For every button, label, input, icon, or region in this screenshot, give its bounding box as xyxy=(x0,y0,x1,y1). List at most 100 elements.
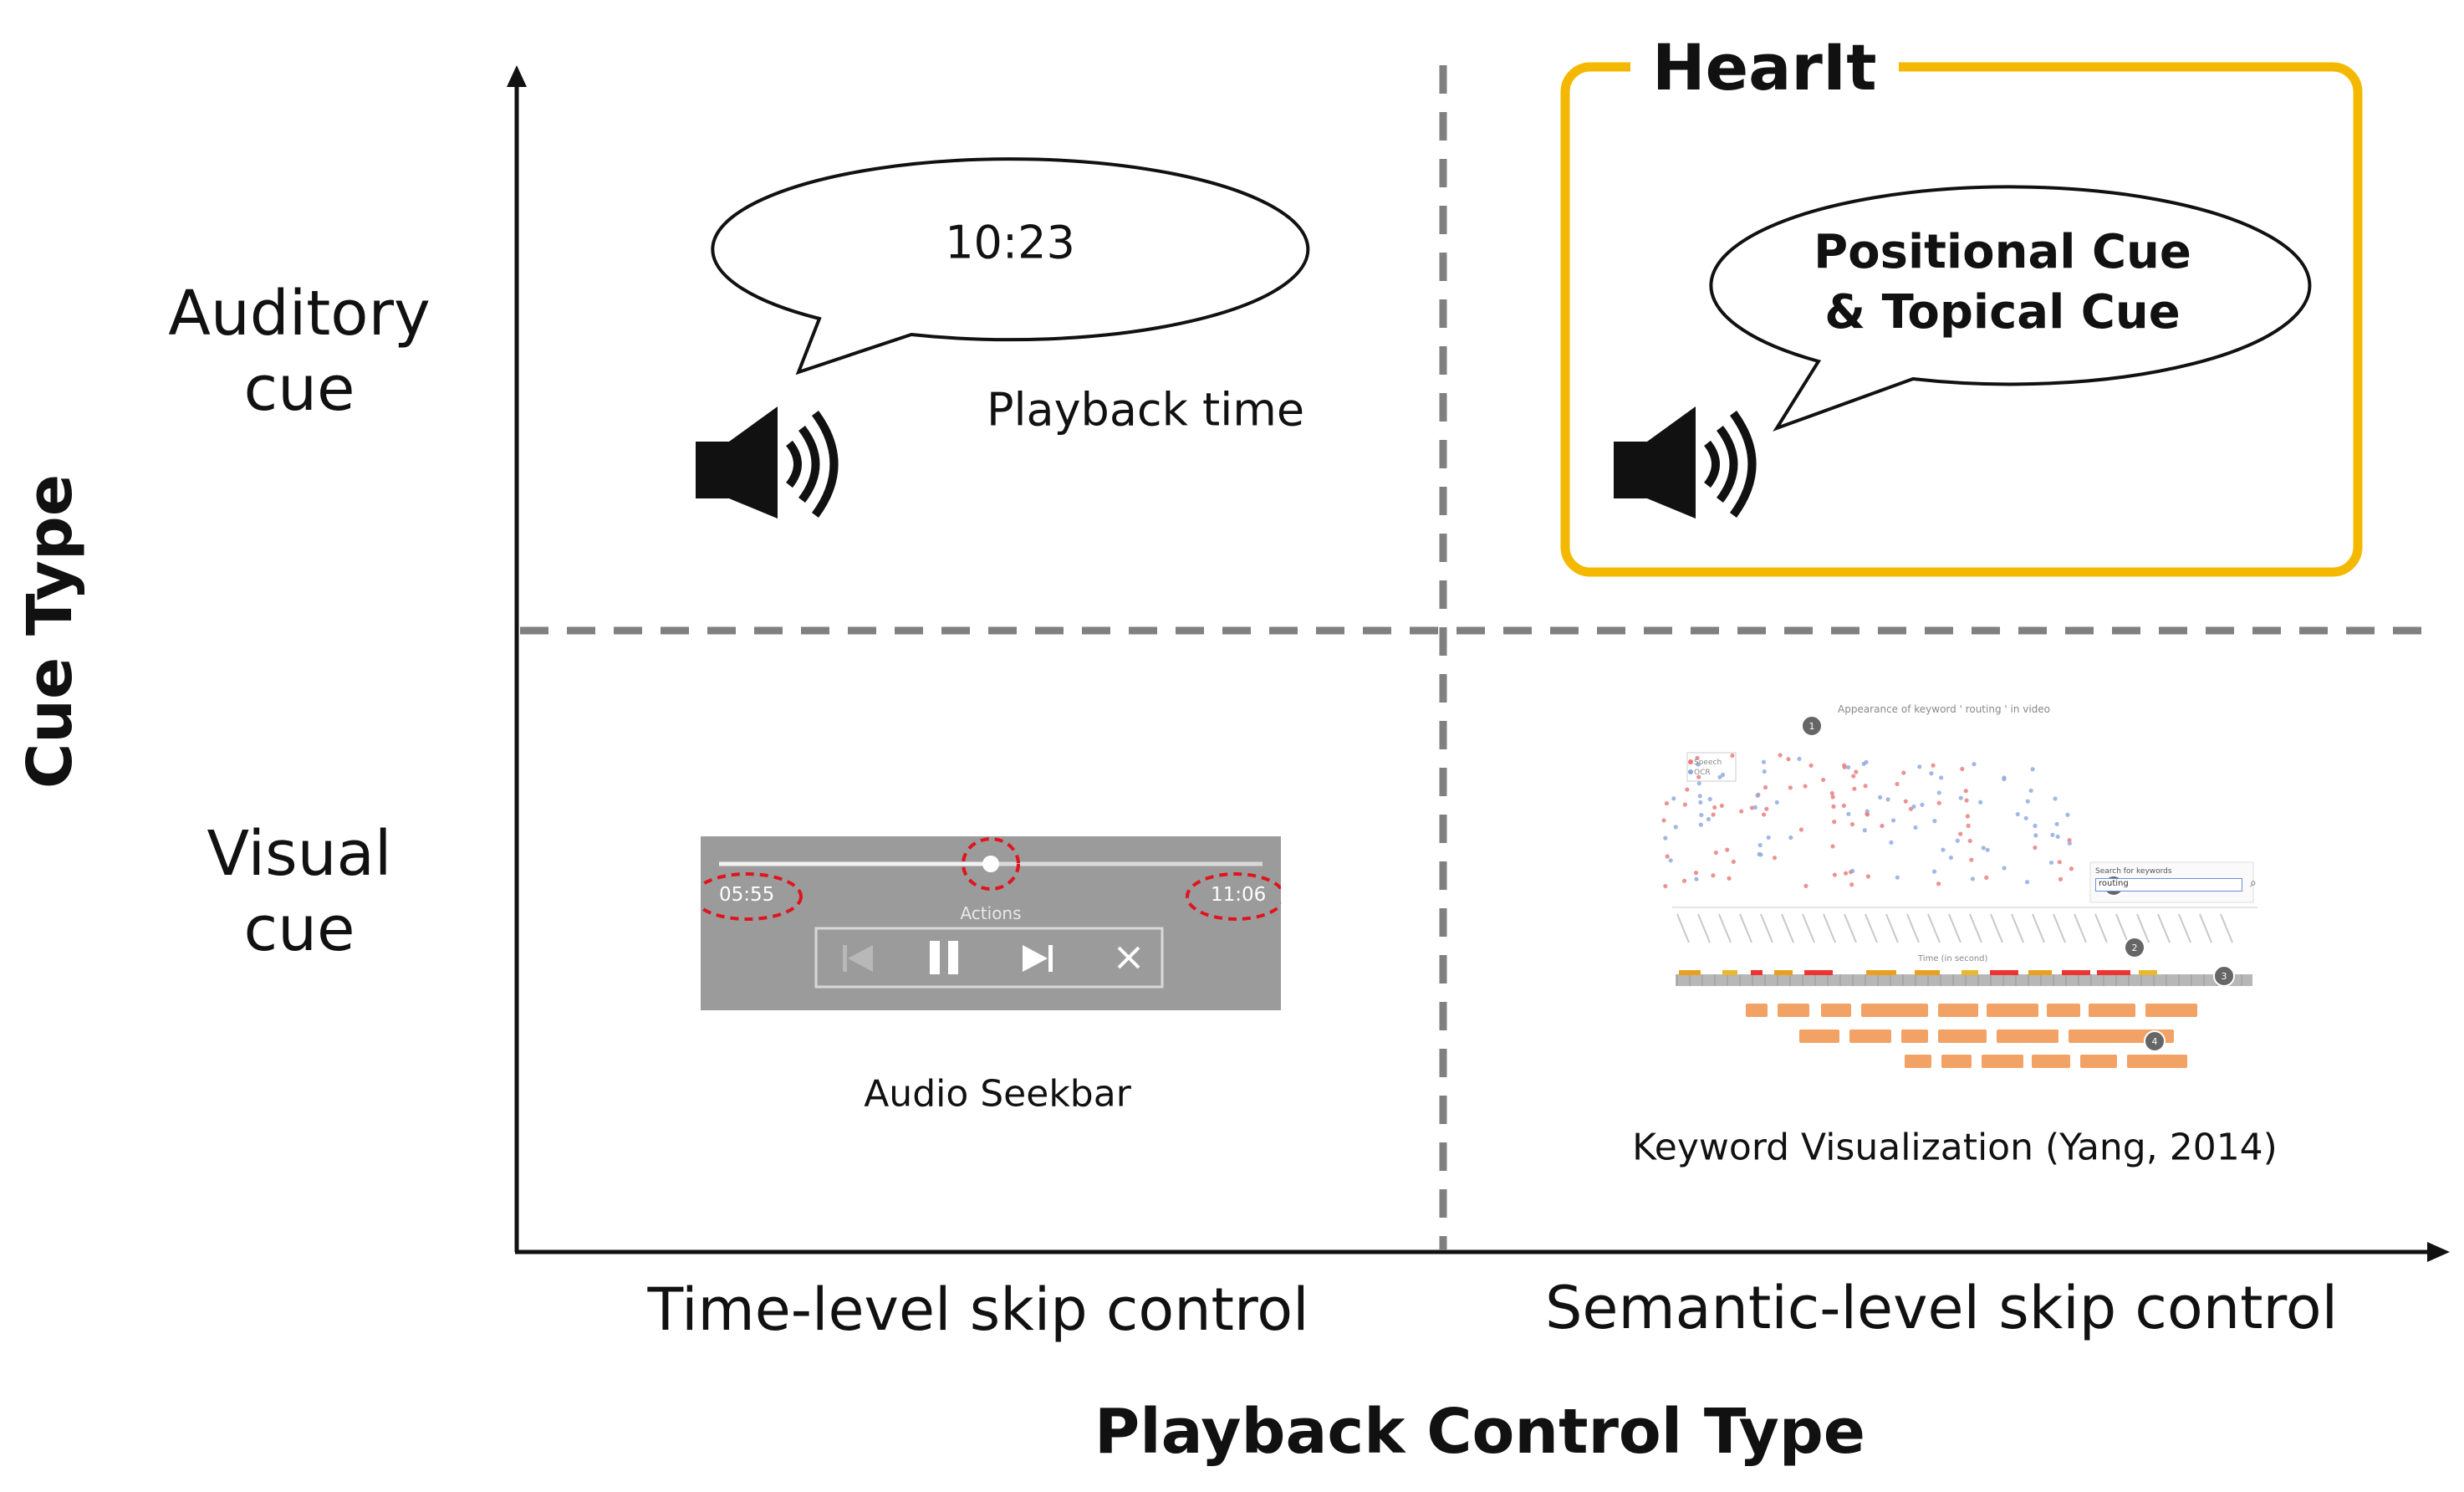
scatter-point xyxy=(2030,767,2035,772)
seekbar-thumb[interactable] xyxy=(982,856,999,872)
scatter-point xyxy=(1713,850,1718,856)
scatter-point xyxy=(1865,812,1870,817)
scatter-point xyxy=(1778,753,1783,758)
x-axis-title: Playback Control Type xyxy=(1094,1396,1866,1468)
next-icon[interactable] xyxy=(1023,945,1053,972)
scatter-point xyxy=(1849,882,1854,887)
scatter-point xyxy=(2058,876,2064,881)
scatter-point xyxy=(2033,833,2038,838)
scatter-point xyxy=(1681,878,1687,883)
caption-keyword-visualization: Keyword Visualization (Yang, 2014) xyxy=(1632,1126,2278,1169)
scatter-point xyxy=(1932,819,1937,824)
scatter-point xyxy=(1852,786,1857,791)
time-tick-label xyxy=(1676,913,1690,943)
scatter-point xyxy=(1808,763,1814,768)
scatter-point xyxy=(1664,800,1670,806)
scatter-point xyxy=(1903,799,1908,804)
search-input-value: routing xyxy=(2099,879,2129,888)
current-time-highlight xyxy=(701,872,803,921)
scatter-point xyxy=(1798,827,1804,832)
seekbar-graphics xyxy=(701,837,1281,989)
keyword-tag xyxy=(1987,1004,2038,1017)
scatter-point xyxy=(1941,847,1946,852)
scatter-point xyxy=(1757,842,1763,848)
timeline-keyword-segment xyxy=(1962,970,1978,975)
scatter-point xyxy=(1984,875,1989,880)
caption-audio-seekbar: Audio Seekbar xyxy=(864,1072,1131,1116)
scatter-point xyxy=(1929,771,1934,776)
scatter-point xyxy=(1911,804,1916,810)
time-tick-label xyxy=(1844,913,1857,943)
scatter-point xyxy=(1693,871,1699,876)
scatter-point xyxy=(1757,851,1762,856)
time-tick-label xyxy=(1823,913,1836,943)
scatter-point xyxy=(1970,876,1975,881)
scatter-point xyxy=(1717,774,1722,779)
scatter-point xyxy=(1948,855,1954,861)
scatter-point xyxy=(2002,866,2007,871)
keyword-visualization-graphics: 12345 xyxy=(1661,715,2257,1068)
timeline-keyword-segment xyxy=(1804,970,1833,975)
scatter-point xyxy=(2024,880,2030,885)
scatter-point xyxy=(1821,777,1826,783)
search-icon[interactable]: ⌕ xyxy=(2250,876,2257,890)
scatter-point xyxy=(1842,763,1847,768)
speaker-icon xyxy=(696,406,839,519)
scatter-point xyxy=(1720,772,1726,778)
search-input[interactable]: routing xyxy=(2095,878,2242,892)
scatter-point xyxy=(1673,825,1678,830)
scatter-point xyxy=(1939,775,1944,780)
scatter-point xyxy=(1890,818,1896,823)
scatter-point xyxy=(2069,866,2074,871)
scatter-point xyxy=(2067,838,2072,843)
marker-badge xyxy=(1801,715,1823,737)
timeline-strip xyxy=(1676,974,2252,986)
scatter-point xyxy=(1711,873,1716,878)
scatter-point xyxy=(1764,806,1769,811)
scatter-point xyxy=(1901,770,1906,775)
timeline-keyword-segment xyxy=(2097,970,2130,975)
scatter-point xyxy=(1731,859,1736,864)
scatter-point xyxy=(1966,823,1971,828)
timeline-keyword-segment xyxy=(2062,970,2090,975)
speech-bubble-right xyxy=(1709,185,2312,432)
time-tick-label xyxy=(2178,913,2191,943)
previous-icon[interactable] xyxy=(843,945,873,972)
scatter-point xyxy=(1766,835,1771,841)
scatter-point xyxy=(2053,796,2058,801)
scatter-point xyxy=(2055,834,2060,840)
scatter-point xyxy=(1895,875,1900,880)
keyword-tag xyxy=(1901,1030,1928,1043)
scatter-point xyxy=(1727,876,1732,881)
scatter-point xyxy=(1752,805,1757,810)
time-tick-label xyxy=(1697,913,1711,943)
legend-speech: Speech xyxy=(1694,759,1722,767)
scatter-point xyxy=(1831,804,1836,809)
scatter-point xyxy=(1712,805,1717,810)
y-axis-title: Cue Type xyxy=(14,473,86,789)
scatter-point xyxy=(1895,781,1900,787)
scatter-point xyxy=(1862,828,1867,833)
keyword-tag xyxy=(1821,1004,1851,1017)
seekbar-controls-box xyxy=(814,927,1164,989)
scatter-point xyxy=(1963,789,1968,794)
close-icon[interactable] xyxy=(1117,946,1140,969)
time-tick-label xyxy=(2074,913,2087,943)
scatter-point xyxy=(1762,769,1767,774)
scatter-point xyxy=(2057,860,2062,865)
total-time-highlight xyxy=(1186,872,1281,921)
keyword-tag xyxy=(1938,1004,1978,1017)
time-tick-label xyxy=(2157,913,2171,943)
scatter-point xyxy=(1663,835,1668,841)
scatter-point xyxy=(1772,856,1778,861)
scatter-point xyxy=(1967,838,1972,844)
scatter-point xyxy=(2025,799,2030,804)
pause-icon[interactable] xyxy=(930,941,958,974)
marker-badge xyxy=(2124,937,2145,958)
scatter-point xyxy=(1786,757,1791,762)
time-tick-label xyxy=(2220,913,2233,943)
timeline-keyword-segment xyxy=(2139,970,2157,975)
audio-seekbar: 05:55 11:06 Actions xyxy=(701,836,1281,1010)
